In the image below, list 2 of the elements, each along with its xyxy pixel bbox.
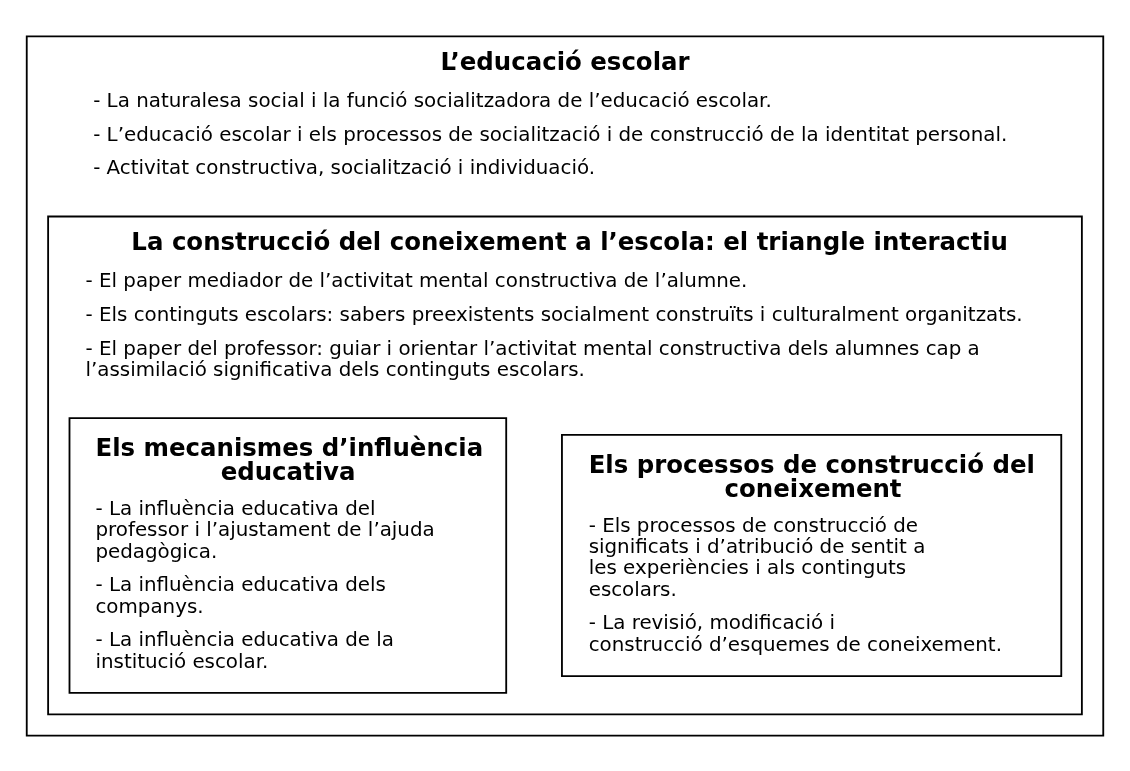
node-box: Els processos de construcció del coneixement - Els processos de construcció de significats i d’atribució de sentit a les experiències i als continguts escolars. - La revisió, modificació i construcció d’esquemes de coneixement. xyxy=(561,433,1063,677)
node-box: Els mecanismes d’influència educativa - La influència educativa del professor i l’ajustament de l’ajuda pedagògica. - La influència educativa dels companys. - La influència educativa de la institució escolar. xyxy=(68,416,508,694)
